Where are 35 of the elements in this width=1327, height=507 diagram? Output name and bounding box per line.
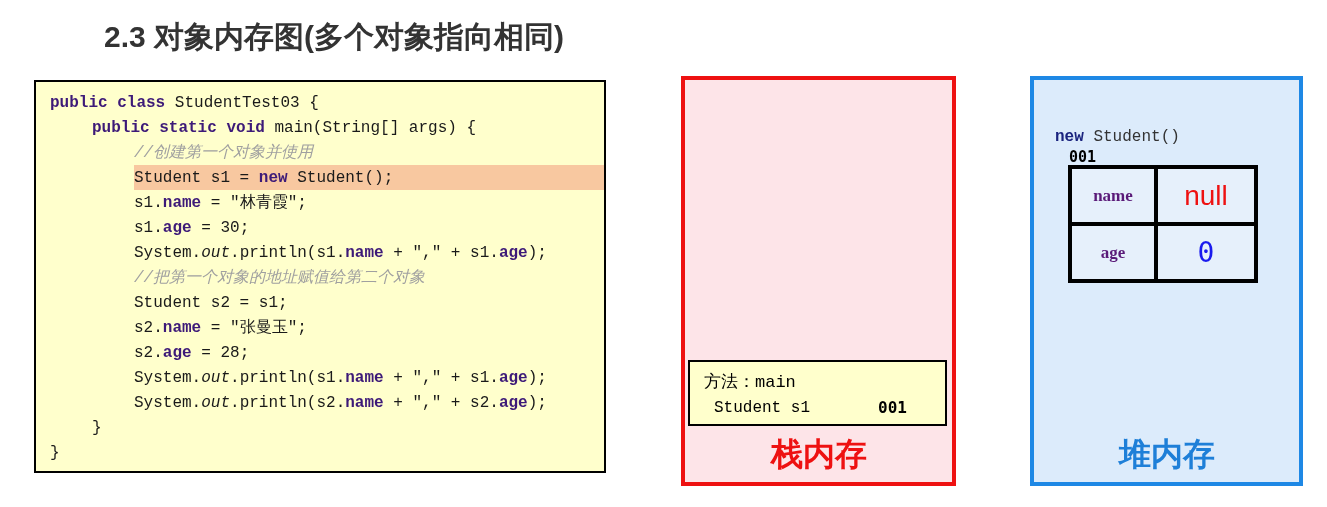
code-line: public class StudentTest03 { — [50, 92, 319, 114]
code-line: System.out.println(s1.name + "," + s1.age); — [134, 367, 547, 389]
address-value: 001 — [878, 397, 907, 419]
field-name: age — [1100, 241, 1126, 264]
field-value: 0 — [1197, 234, 1215, 271]
code-line: Student s1 = new Student(); — [134, 167, 394, 189]
code-line: s2.name = "张曼玉"; — [134, 317, 307, 339]
title: 2.3 对象内存图(多个对象指向相同) — [104, 19, 565, 55]
table-cell — [1158, 226, 1254, 279]
code-line: s2.age = 28; — [134, 342, 250, 364]
code-line: System.out.println(s2.name + "," + s2.age); — [134, 392, 547, 414]
address-value: 001 — [1069, 147, 1097, 168]
table-cell — [1072, 169, 1154, 222]
field-name: name — [1093, 184, 1133, 207]
code-line: s1.name = "林青霞"; — [134, 192, 307, 214]
variable-label: Student s1 — [714, 398, 810, 419]
stack-memory-panel — [681, 76, 956, 486]
code-line: System.out.println(s1.name + "," + s1.age); — [134, 242, 547, 264]
field-value: null — [1184, 178, 1228, 213]
code-line: public static void main(String[] args) { — [92, 117, 477, 139]
code-line: } — [50, 442, 60, 464]
table-cell — [1158, 169, 1254, 222]
heap-memory-panel — [1030, 76, 1303, 486]
table-cell — [1072, 226, 1154, 279]
code-line: Student s2 = s1; — [134, 292, 288, 314]
code-comment: //创建第一个对象并使用 — [134, 142, 314, 164]
code-panel — [34, 80, 606, 473]
panel-title: 栈内存 — [769, 435, 868, 474]
code-line: } — [92, 417, 102, 439]
method-label: 方法：main — [704, 372, 796, 394]
panel-title: 堆内存 — [1117, 435, 1216, 474]
code-line: s1.age = 30; — [134, 217, 250, 239]
object-creation: new Student() — [1055, 127, 1180, 148]
code-comment: //把第一个对象的地址赋值给第二个对象 — [134, 267, 426, 289]
method-frame — [688, 360, 947, 426]
